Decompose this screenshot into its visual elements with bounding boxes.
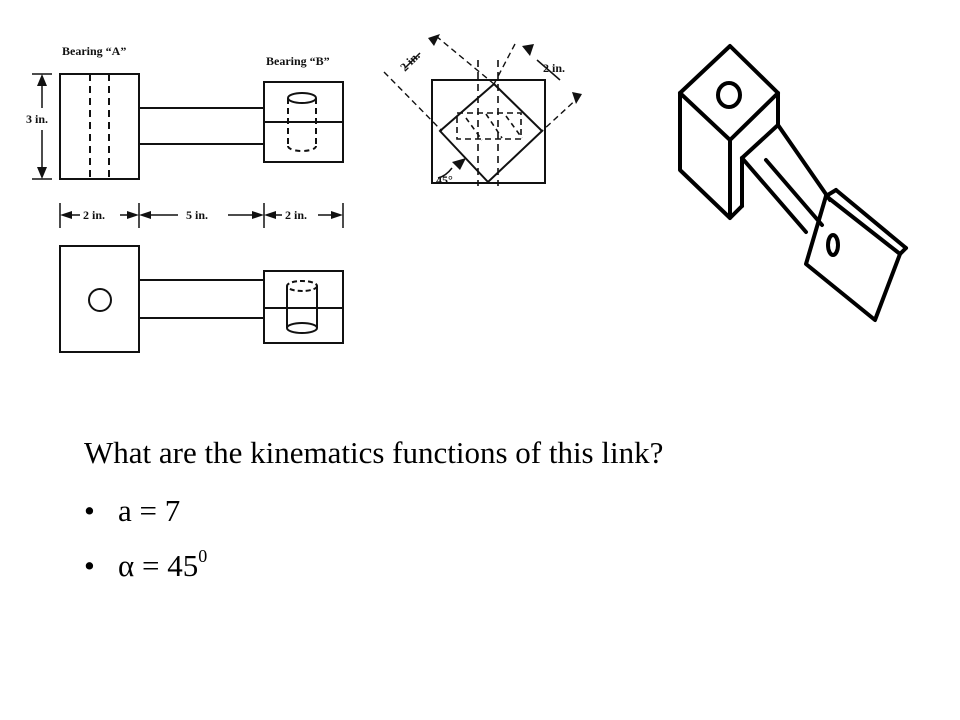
bearing-a-hole [88,288,112,312]
bullet-dot: • [84,548,95,583]
plan-view [59,245,344,353]
question-text: What are the kinematics functions of thi… [84,435,664,470]
iso-bearing-b-block [804,194,902,322]
bullet-item-alpha: • α = 450 [84,545,208,584]
end-view [383,35,581,186]
iso-bearing-b-hole [826,233,840,257]
dim-middle-label: 5 in. [186,208,208,222]
iso-bearing-a-top [678,44,780,142]
link-drawing: Bearing “A” Bearing “B” 3 in. 2 in. 5 in… [26,34,908,353]
degree-superscript: 0 [198,545,208,566]
iso-bearing-a-hole [716,81,742,109]
dim-left-label: 2 in. [83,208,105,222]
bullet-a-text: a = 7 [118,493,181,528]
front-view [32,73,344,180]
bullet-dot: • [84,493,95,528]
height-dimension-label: 3 in. [26,112,48,126]
bearing-b-label: Bearing “B” [266,54,330,68]
alpha-symbol: α [118,548,135,583]
bullet-item-a: • a = 7 [84,493,180,529]
end-dim-left-label: 2 in. [397,49,422,74]
isometric-sketch [678,44,908,322]
end-view-square [431,79,546,184]
angle-label: 45° [436,173,453,187]
bullet-alpha-text: = 45 [134,548,199,583]
bearing-a-label: Bearing “A” [62,44,126,58]
bearing-a-block [59,73,140,180]
bearing-a-plan [59,245,140,353]
dim-right-label: 2 in. [285,208,307,222]
end-dim-right-label: 2 in. [543,61,565,75]
end-view-diamond [438,82,544,184]
